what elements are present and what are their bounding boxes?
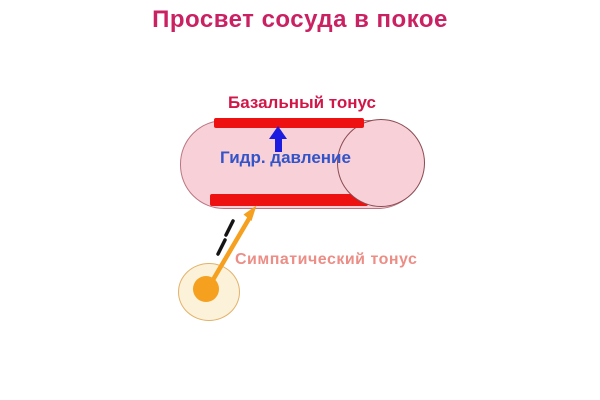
pressure-arrow-shaft <box>275 138 282 152</box>
nerve-nucleus <box>193 276 219 302</box>
basal-tone-bar-top <box>214 118 364 128</box>
pressure-arrow-head <box>269 126 287 139</box>
basal-tone-bar-bottom <box>210 194 368 206</box>
vessel-endcap <box>337 119 425 207</box>
hydro-pressure-label: Гидр. давление <box>220 148 351 167</box>
sympathetic-tone-label: Симпатический тонус <box>235 251 418 268</box>
page-title: Просвет сосуда в покое <box>152 6 448 33</box>
basal-tone-label: Базальный тонус <box>228 93 377 112</box>
impulse-dash-1 <box>224 219 235 237</box>
impulse-dash-2 <box>216 238 227 256</box>
